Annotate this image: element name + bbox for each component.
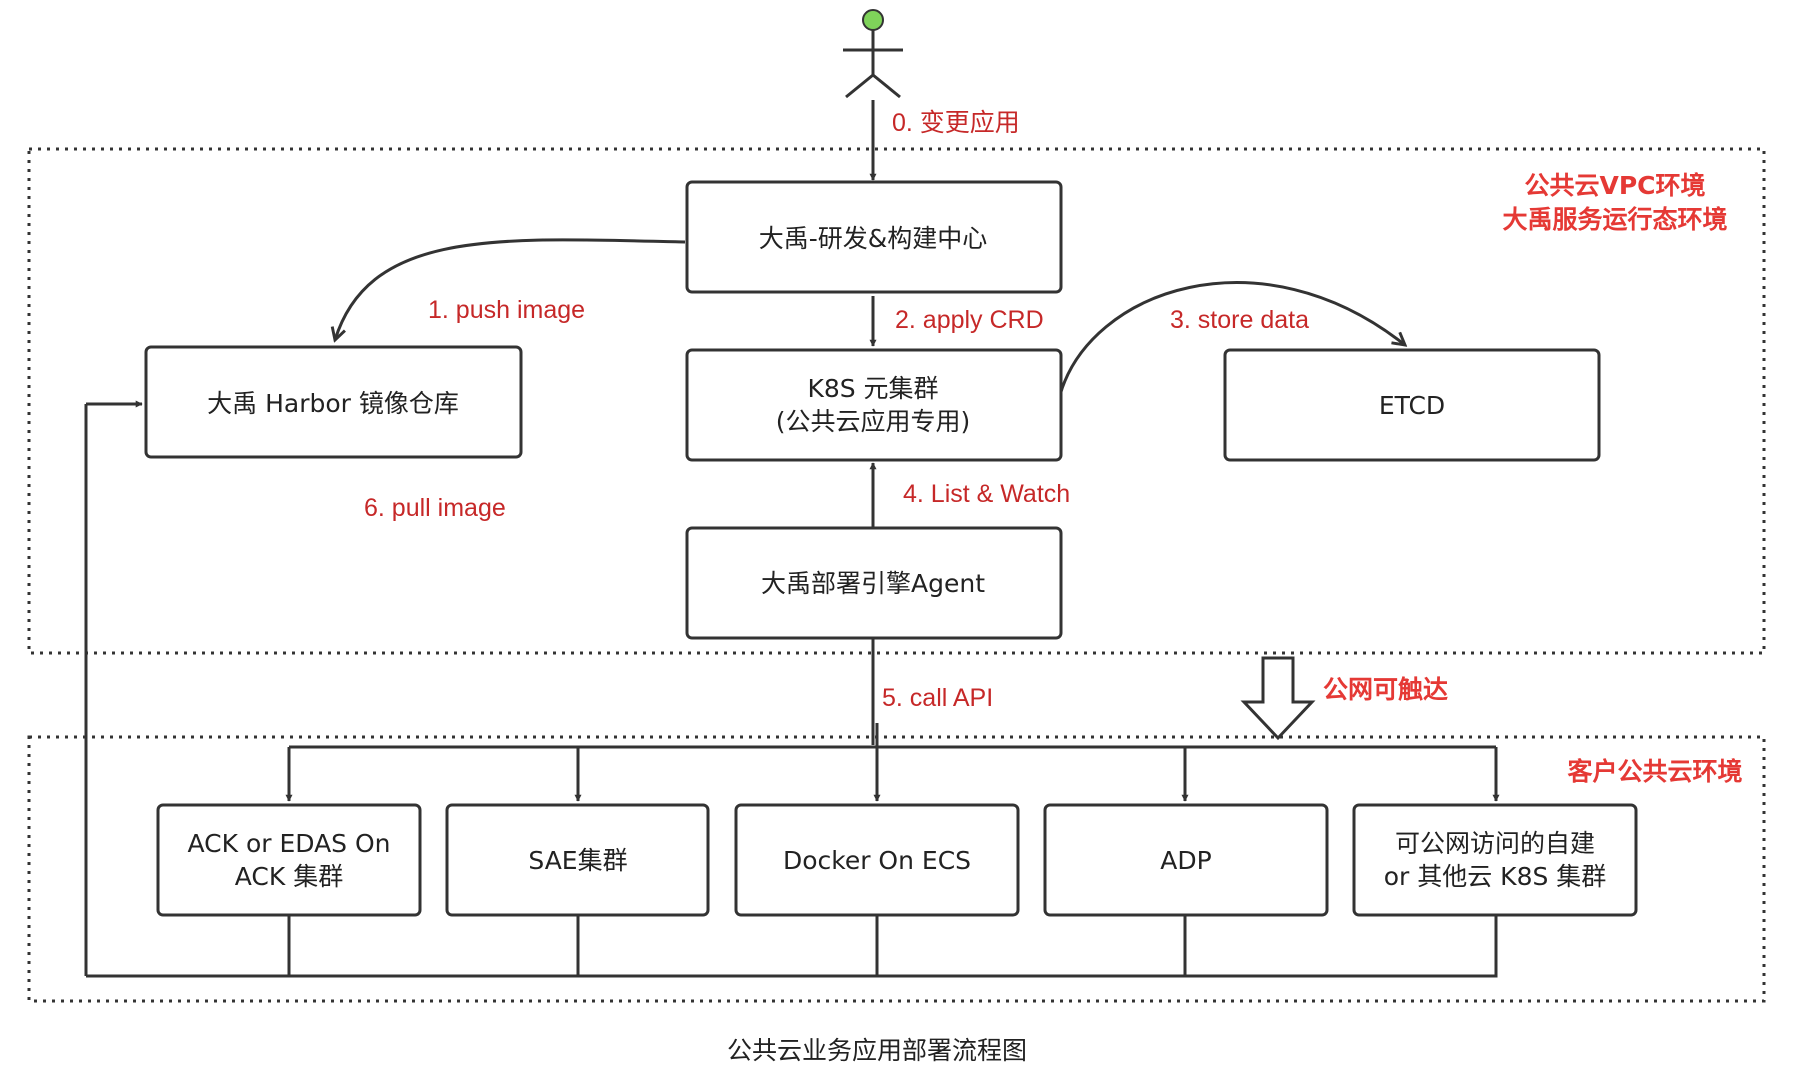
k8s-meta-cluster-node <box>685 348 1063 462</box>
diagram-caption: 公共云业务应用部署流程图 <box>727 1036 1027 1065</box>
k8s-label-line1: K8S 元集群 <box>807 374 938 403</box>
k8s-label-line2: (公共云应用专用) <box>776 407 971 436</box>
dev-center-node <box>685 180 1063 294</box>
vpc-zone-boundary <box>27 147 1766 655</box>
user-actor-icon <box>843 9 903 99</box>
arrow-store-data <box>1058 281 1405 396</box>
agent-node <box>685 526 1063 640</box>
etcd-node <box>1223 348 1601 462</box>
ack-label-line2: ACK 集群 <box>235 862 343 891</box>
other-k8s-label-line2: or 其他云 K8S 集群 <box>1384 862 1607 891</box>
step-call-api-label: 5. call API <box>882 684 993 712</box>
actor-head <box>862 9 884 31</box>
sae-label: SAE集群 <box>528 846 627 875</box>
agent-label: 大禹部署引擎Agent <box>761 569 985 598</box>
adp-node <box>1043 803 1329 917</box>
public-reachable-arrow-icon <box>1240 656 1316 741</box>
harbor-node <box>144 345 523 459</box>
etcd-label: ETCD <box>1379 391 1445 420</box>
docker-ecs-node <box>734 803 1020 917</box>
adp-label: ADP <box>1160 846 1211 875</box>
sae-cluster-node <box>445 803 710 917</box>
ack-label-line1: ACK or EDAS On <box>187 829 390 858</box>
ack-cluster-node <box>156 803 422 917</box>
vpc-zone-title-line1: 公共云VPC环境 <box>1524 171 1705 200</box>
step-push-image-label: 1. push image <box>428 296 585 324</box>
step-store-data-label: 3. store data <box>1170 306 1309 334</box>
harbor-label: 大禹 Harbor 镜像仓库 <box>207 389 459 418</box>
dev-center-label: 大禹-研发&构建中心 <box>759 224 988 253</box>
customer-zone-title: 客户公共云环境 <box>1567 757 1742 786</box>
step-change-app-label: 0. 变更应用 <box>892 109 1020 137</box>
public-reachable-label: 公网可触达 <box>1323 675 1448 704</box>
other-k8s-node <box>1352 803 1638 917</box>
step-pull-image-label: 6. pull image <box>364 494 506 522</box>
other-k8s-label-line1: 可公网访问的自建 <box>1395 829 1595 858</box>
pull-image-return-path <box>287 916 1498 978</box>
docker-label: Docker On ECS <box>783 846 971 875</box>
step-apply-crd-label: 2. apply CRD <box>895 306 1044 334</box>
step-list-watch-label: 4. List & Watch <box>903 480 1070 508</box>
vpc-zone-title-line2: 大禹服务运行态环境 <box>1502 205 1727 234</box>
arrow-push-image <box>335 238 686 340</box>
